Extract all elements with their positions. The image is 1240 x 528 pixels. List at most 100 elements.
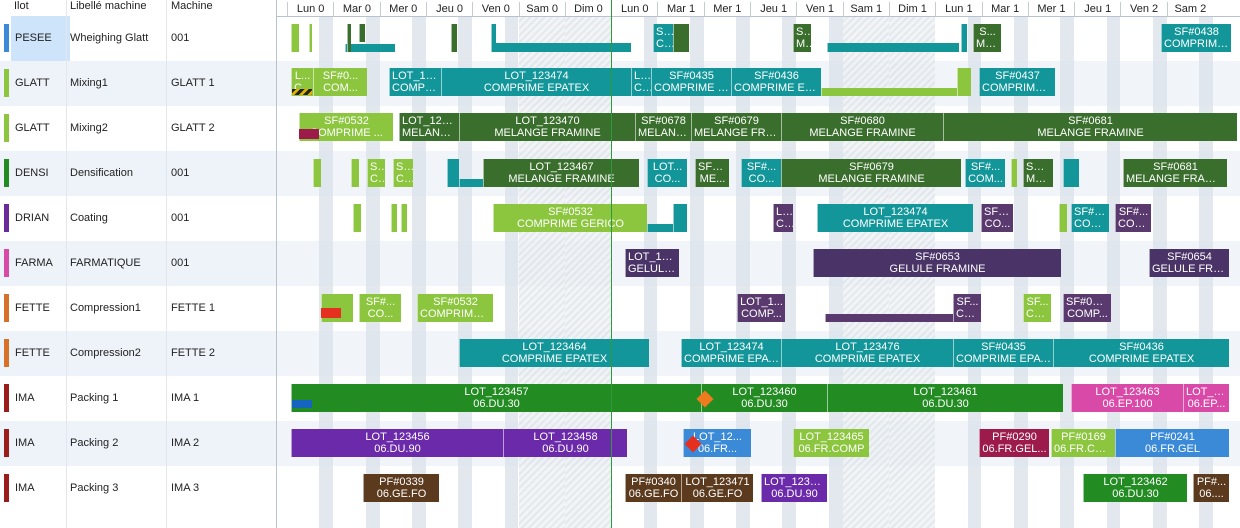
resource-row[interactable]: FARMA FARMATIQUE 001 xyxy=(0,241,276,286)
gantt-task-bar[interactable] xyxy=(821,88,957,96)
gantt-task-bar[interactable]: LOT_1...06.EP... xyxy=(1183,384,1229,412)
cell-libelle[interactable]: Densification xyxy=(70,167,133,179)
gantt-task-bar[interactable] xyxy=(957,68,971,96)
gantt-task-bar[interactable] xyxy=(391,204,397,232)
gantt-task-bar[interactable] xyxy=(359,24,365,42)
gantt-task-bar[interactable] xyxy=(351,159,359,187)
gantt-task-bar[interactable]: SF...CO... xyxy=(1023,294,1051,322)
gantt-task-bar[interactable] xyxy=(1059,204,1067,232)
gantt-task-bar[interactable] xyxy=(459,179,483,187)
cell-libelle[interactable]: FARMATIQUE xyxy=(70,257,141,269)
cell-libelle[interactable]: Compression2 xyxy=(70,347,141,359)
cell-machine[interactable]: 001 xyxy=(171,257,190,269)
gantt-task-bar[interactable]: SF#0...COM... xyxy=(313,68,367,96)
cell-ilot[interactable]: IMA xyxy=(15,437,35,449)
gantt-task-bar[interactable]: SF...CO... xyxy=(953,294,981,322)
cell-libelle[interactable]: Packing 1 xyxy=(70,392,119,404)
gantt-task-bar[interactable] xyxy=(353,204,361,232)
column-header-ilot[interactable]: Ilot xyxy=(14,0,29,12)
resource-row[interactable]: GLATT Mixing1 GLATT 1 xyxy=(0,61,276,106)
gantt-task-bar[interactable]: LOT_123...GELULE ... xyxy=(625,249,679,277)
cell-machine[interactable]: 001 xyxy=(171,32,190,44)
cell-ilot[interactable]: IMA xyxy=(15,482,35,494)
cell-machine[interactable]: IMA 3 xyxy=(171,482,200,494)
cell-libelle[interactable]: Mixing2 xyxy=(70,122,108,134)
gantt-task-bar[interactable]: SF#...ME... xyxy=(695,159,729,187)
cell-libelle[interactable]: Packing 3 xyxy=(70,482,119,494)
gantt-task-bar[interactable]: S...C... xyxy=(367,159,385,187)
gantt-task-bar[interactable]: PF#...06.... xyxy=(1193,474,1229,502)
gantt-task-bar[interactable]: SF#...COM... xyxy=(1115,204,1151,232)
cell-ilot[interactable]: GLATT xyxy=(15,77,50,89)
cell-ilot[interactable]: FETTE xyxy=(15,347,50,359)
gantt-task-bar[interactable]: SF#...COM... xyxy=(965,159,1005,187)
gantt-task-bar[interactable] xyxy=(827,43,959,52)
cell-libelle[interactable]: Wheighing Glatt xyxy=(70,32,149,44)
gantt-task-bar[interactable]: LOT...CO... xyxy=(647,159,687,187)
cell-machine[interactable]: IMA 2 xyxy=(171,437,200,449)
gantt-task-bar[interactable]: SF#...CO... xyxy=(981,204,1013,232)
column-header-libelle[interactable]: Libellé machine xyxy=(70,0,147,12)
gantt-task-bar[interactable]: L...C... xyxy=(631,68,651,96)
gantt-task-bar[interactable] xyxy=(291,24,299,52)
gantt-chart-area[interactable]: Semaine N°1Semaine N°2Semaine N°3 Lun 0M… xyxy=(277,0,1240,528)
cell-machine[interactable]: GLATT 1 xyxy=(171,77,215,89)
gantt-task-bar[interactable]: SF#...ME... xyxy=(1023,159,1053,187)
gantt-task-bar[interactable]: SF#...CO... xyxy=(359,294,401,322)
gantt-task-bar[interactable] xyxy=(309,24,312,52)
gantt-task-bar[interactable] xyxy=(447,159,459,187)
cell-libelle[interactable]: Coating xyxy=(70,212,108,224)
cell-ilot[interactable]: IMA xyxy=(15,392,35,404)
gantt-task-bar[interactable]: S...C... xyxy=(393,159,413,187)
cell-machine[interactable]: IMA 1 xyxy=(171,392,200,404)
cell-libelle[interactable]: Mixing1 xyxy=(70,77,108,89)
gantt-task-bar[interactable] xyxy=(673,204,687,232)
gantt-task-bar[interactable] xyxy=(451,24,457,52)
column-header-machine[interactable]: Machine xyxy=(171,0,213,12)
gantt-task-bar[interactable] xyxy=(673,24,689,52)
cell-ilot[interactable]: FARMA xyxy=(15,257,53,269)
gantt-task-bar[interactable] xyxy=(347,24,351,52)
gantt-task-bar[interactable]: S...ME... xyxy=(973,24,1001,52)
cell-machine[interactable]: 001 xyxy=(171,212,190,224)
gantt-task-bar[interactable] xyxy=(491,43,631,52)
cell-ilot[interactable]: PESEE xyxy=(11,16,70,61)
gantt-task-bar[interactable] xyxy=(313,159,321,187)
gantt-task-bar[interactable]: LOT_123...MELANG... xyxy=(399,113,459,141)
gantt-task-bar[interactable] xyxy=(1063,159,1079,187)
cell-machine[interactable]: 001 xyxy=(171,167,190,179)
gantt-task-bar[interactable] xyxy=(401,204,407,232)
resource-row[interactable]: IMA Packing 3 IMA 3 xyxy=(0,466,276,511)
